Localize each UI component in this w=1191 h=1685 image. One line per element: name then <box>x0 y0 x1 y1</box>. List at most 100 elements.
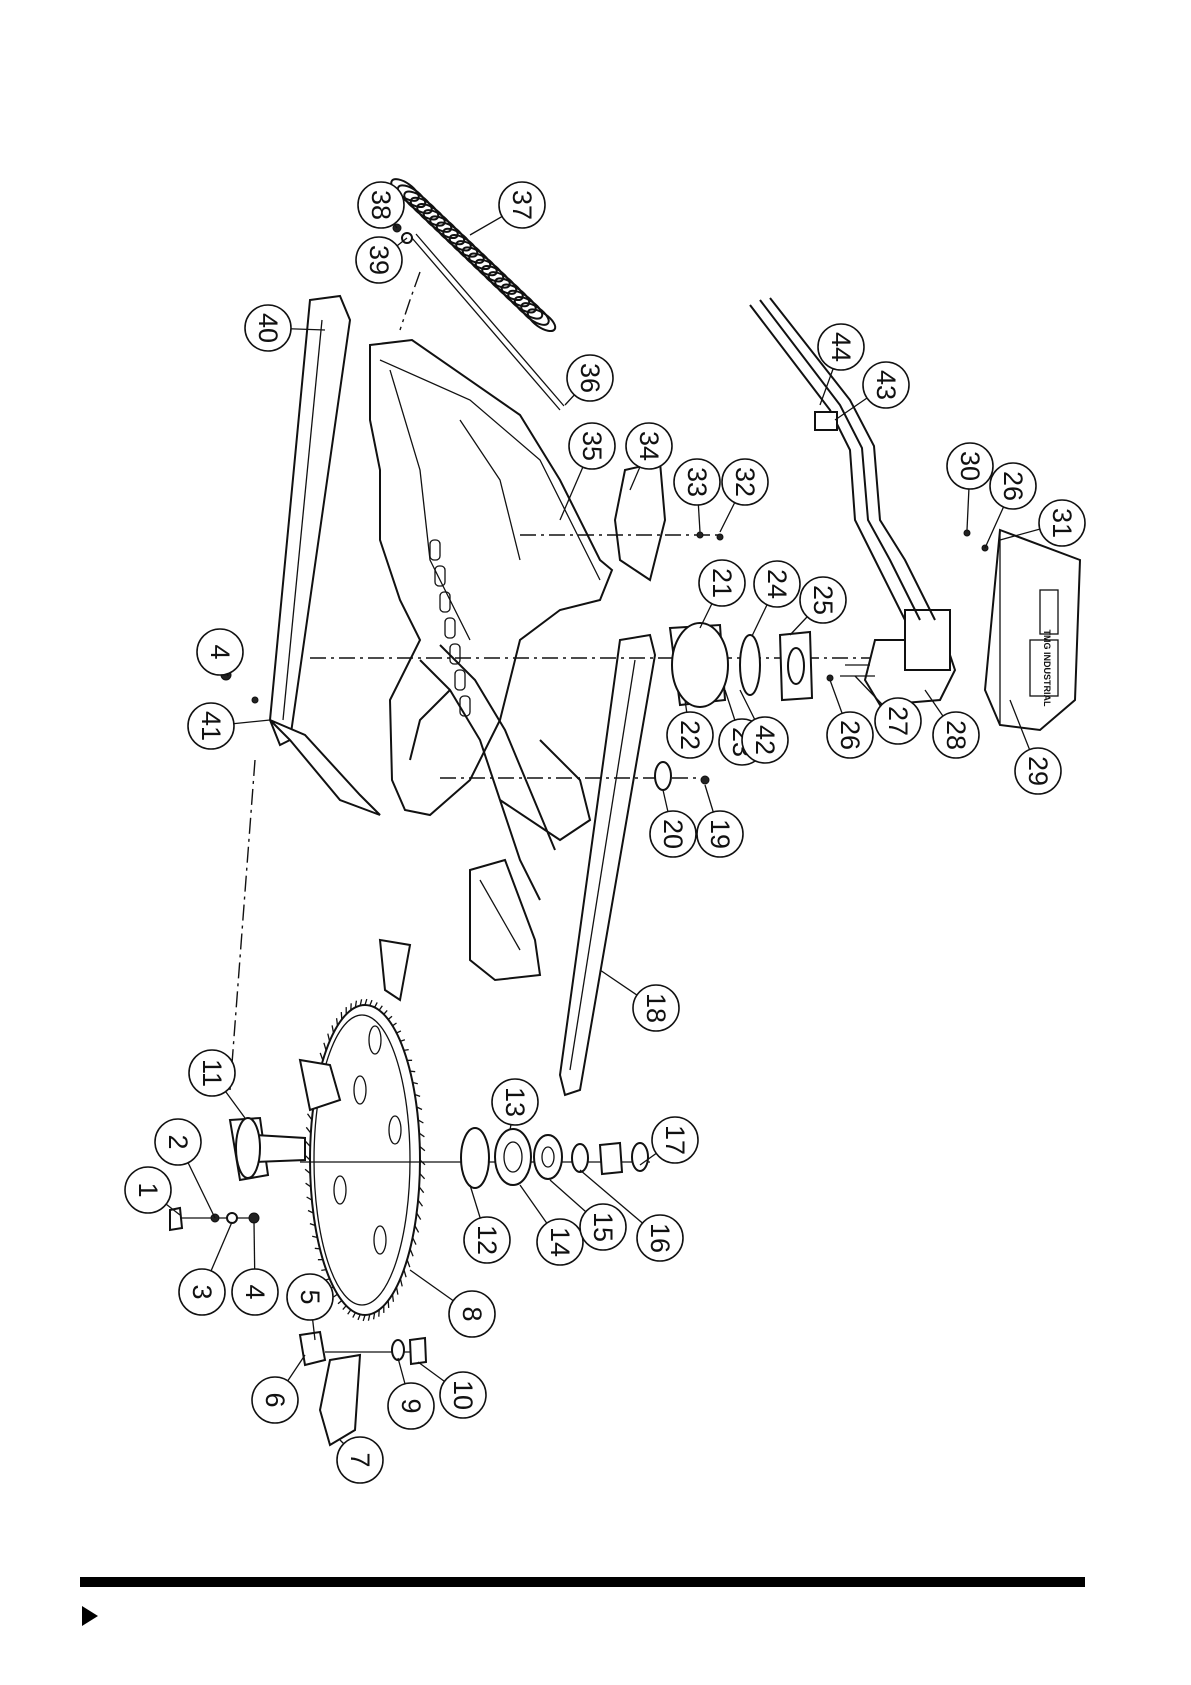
callout-label: 27 <box>883 706 913 736</box>
callout-label: 16 <box>645 1223 675 1253</box>
blade-tooth <box>404 1050 409 1051</box>
callout-label: 19 <box>705 819 735 849</box>
callout-6: 6 <box>252 1377 298 1423</box>
callout-label: 26 <box>998 471 1028 501</box>
callout-label: 1 <box>133 1182 163 1197</box>
callout-7: 7 <box>337 1437 383 1483</box>
callout-24: 24 <box>754 561 800 607</box>
callout-37: 37 <box>499 182 545 228</box>
callout-label: 17 <box>660 1125 690 1155</box>
callout-8: 8 <box>449 1291 495 1337</box>
callout-42: 42 <box>742 717 788 763</box>
callout-17: 17 <box>652 1117 698 1163</box>
blade-tooth <box>348 1310 351 1315</box>
blade-tooth <box>321 1270 326 1271</box>
blade-tooth <box>379 1006 382 1011</box>
blade-tooth <box>400 1040 405 1042</box>
blade-tooth <box>404 1270 406 1278</box>
blade-tooth <box>337 1018 338 1026</box>
callout-26a: 26 <box>827 712 873 758</box>
callout-label: 9 <box>396 1398 426 1413</box>
blade-tooth <box>358 1314 360 1320</box>
callout-27: 27 <box>875 698 921 744</box>
callout-label: 28 <box>941 720 971 750</box>
callout-9: 9 <box>388 1383 434 1429</box>
callout-label: 14 <box>545 1227 575 1257</box>
callout-12: 12 <box>464 1217 510 1263</box>
callout-35: 35 <box>569 423 615 469</box>
blade-tooth <box>388 1301 389 1308</box>
callout-30: 30 <box>947 443 993 489</box>
blade-tooth <box>410 1249 413 1256</box>
callout-label: 5 <box>295 1289 325 1304</box>
blade-tooth <box>332 1025 333 1033</box>
blade-tooth <box>324 1043 326 1051</box>
blade-tooth <box>397 1031 401 1033</box>
callout-label: 43 <box>871 370 901 400</box>
callout-26b: 26 <box>990 463 1036 509</box>
callout-44: 44 <box>818 324 864 370</box>
footer-rule <box>80 1577 1085 1587</box>
callout-40: 40 <box>245 305 291 351</box>
callout-1: 1 <box>125 1167 171 1213</box>
callout-label: 32 <box>730 467 760 497</box>
callout-36: 36 <box>567 355 613 401</box>
callout-29: 29 <box>1015 748 1061 794</box>
callout-label: 26 <box>835 720 865 750</box>
callout-21: 21 <box>699 560 745 606</box>
blade-tooth <box>400 1279 402 1287</box>
blade-hub-11 <box>230 760 305 1180</box>
callout-28: 28 <box>933 712 979 758</box>
blade-tooth <box>388 1016 392 1019</box>
blade-tooth <box>370 1000 372 1006</box>
callout-38: 38 <box>358 182 404 228</box>
callout-label: 34 <box>634 431 664 461</box>
callout-label: 18 <box>641 993 671 1023</box>
callout-label: 22 <box>675 720 705 750</box>
side-plate-40 <box>270 296 350 745</box>
callout-label: 4 <box>205 644 235 659</box>
blade-tooth <box>393 1294 394 1302</box>
callout-label: 41 <box>196 711 226 741</box>
callout-14: 14 <box>537 1219 583 1265</box>
blade-tooth <box>397 1287 398 1295</box>
callout-label: 15 <box>588 1212 618 1242</box>
callout-32: 32 <box>722 459 768 505</box>
callout-11: 11 <box>189 1050 235 1096</box>
blade-tooth <box>407 1260 410 1268</box>
blade-tooth <box>338 1301 342 1304</box>
callout-label: 8 <box>457 1306 487 1321</box>
blade-tooth <box>343 1306 346 1310</box>
callout-label: 10 <box>448 1380 478 1410</box>
callout-label: 39 <box>364 245 394 275</box>
callout-label: 20 <box>658 819 688 849</box>
callout-5: 5 <box>287 1274 333 1320</box>
callout-label: 6 <box>260 1392 290 1407</box>
callout-label: 21 <box>707 568 737 598</box>
callout-34: 34 <box>626 423 672 469</box>
callout-label: 4 <box>240 1284 270 1299</box>
triangle-right-icon <box>82 1606 98 1626</box>
saw-blade-8 <box>300 940 425 1321</box>
blade-tooth <box>320 1053 323 1061</box>
callout-label: 38 <box>366 190 396 220</box>
callout-4a: 4 <box>232 1269 278 1315</box>
callout-label: 29 <box>1023 756 1053 786</box>
cover-logo-text: TMG INDUSTRIAL <box>1042 630 1052 707</box>
blade-tooth <box>410 1071 415 1072</box>
callout-4b: 4 <box>197 629 243 675</box>
callout-22: 22 <box>667 712 713 758</box>
callout-label: 33 <box>682 467 712 497</box>
callout-label: 42 <box>750 725 780 755</box>
callout-label: 12 <box>472 1225 502 1255</box>
callout-label: 31 <box>1047 508 1077 538</box>
callout-label: 24 <box>762 569 792 599</box>
blade-tooth <box>328 1034 330 1042</box>
callout-label: 30 <box>955 451 985 481</box>
callout-13: 13 <box>492 1079 538 1125</box>
callout-18: 18 <box>633 985 679 1031</box>
blade-tooth <box>341 1012 342 1019</box>
callout-43: 43 <box>863 362 909 408</box>
callout-31: 31 <box>1039 500 1085 546</box>
